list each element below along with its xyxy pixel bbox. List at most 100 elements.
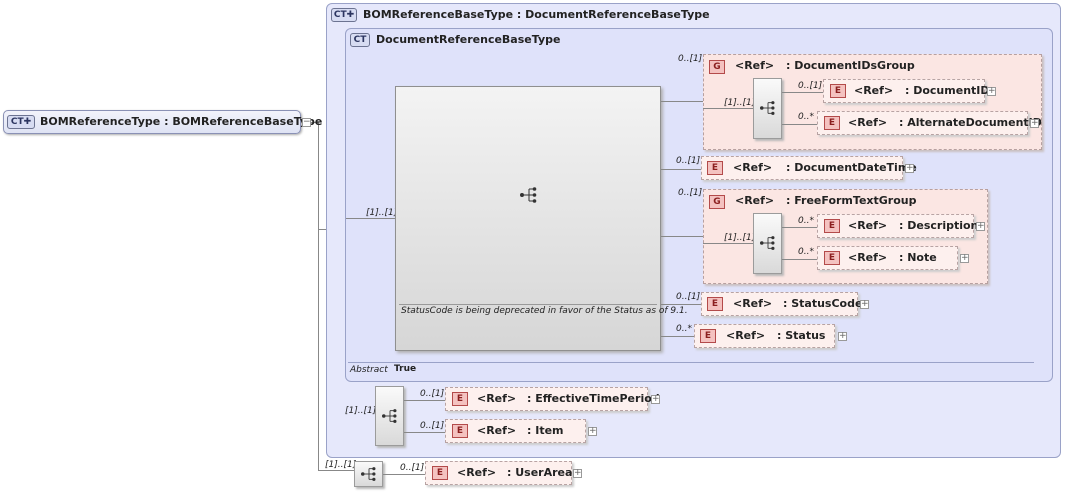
connector-line — [703, 108, 753, 109]
complex-type-badge: CT✚ — [331, 8, 357, 22]
element-name: : Item — [527, 424, 564, 437]
connector-line — [661, 101, 703, 102]
element-name: : DocumentDateTime — [786, 161, 917, 174]
expand-icon[interactable]: + — [1030, 118, 1039, 128]
element-ref: <Ref> — [848, 116, 888, 129]
element-badge: E — [700, 329, 716, 343]
element-cardinality: 0..* — [676, 324, 692, 334]
abstract-label: Abstract — [350, 365, 388, 375]
element-badge: E — [707, 161, 723, 175]
element-alternate-document-id[interactable] — [817, 111, 1028, 135]
element-cardinality: 0..[1] — [400, 463, 425, 473]
complex-type-badge: CT — [350, 33, 370, 47]
connector-line — [782, 124, 817, 125]
element-ref: <Ref> — [477, 392, 517, 405]
expand-icon[interactable]: + — [588, 426, 597, 436]
element-status[interactable] — [694, 324, 835, 348]
element-name: : Description — [899, 219, 979, 232]
badge-label: CT — [353, 35, 367, 45]
connector-line — [318, 122, 319, 470]
element-name: : Note — [899, 251, 937, 264]
expand-icon[interactable]: + — [651, 394, 660, 404]
element-ref: <Ref> — [854, 84, 894, 97]
element-name: : StatusCode — [783, 297, 863, 310]
connector-line — [346, 218, 395, 219]
element-badge: E — [824, 251, 840, 265]
divider — [348, 362, 1034, 363]
element-cardinality: 0..[1] — [676, 156, 701, 166]
expand-icon[interactable]: + — [838, 331, 847, 341]
plus-glyph: ✚ — [23, 117, 32, 127]
connector-line — [404, 432, 445, 433]
element-ref: <Ref> — [457, 466, 497, 479]
sequence-cardinality: [1]..[1] — [724, 233, 756, 243]
element-status-code[interactable] — [701, 292, 858, 316]
element-name: : AlternateDocumentID — [899, 116, 1042, 129]
root-element-label: BOMReferenceType : BOMReferenceBaseType — [40, 115, 323, 128]
main-sequence-box[interactable] — [395, 86, 661, 351]
expand-icon[interactable]: + — [905, 163, 914, 173]
element-document-id[interactable] — [823, 79, 985, 103]
connector-line — [318, 229, 327, 230]
element-ref: <Ref> — [477, 424, 517, 437]
element-description[interactable] — [817, 214, 974, 238]
element-user-area[interactable] — [425, 461, 572, 485]
group-badge: G — [709, 60, 725, 74]
expand-icon[interactable]: + — [987, 86, 996, 96]
collapse-icon[interactable]: − — [302, 117, 311, 127]
main-sequence-cardinality: [1]..[1] — [366, 208, 398, 218]
element-cardinality: 0..[1] — [420, 389, 445, 399]
element-ref: <Ref> — [733, 297, 773, 310]
sequence-icon — [382, 409, 397, 423]
sequence-box[interactable] — [753, 78, 782, 139]
element-badge: E — [452, 424, 468, 438]
element-item[interactable] — [445, 419, 586, 443]
connector-line — [661, 236, 703, 237]
element-badge: E — [824, 116, 840, 130]
connector-line — [782, 227, 817, 228]
deprecation-note: StatusCode is being deprecated in favor … — [401, 306, 688, 316]
element-note[interactable] — [817, 246, 958, 270]
root-element[interactable]: CT✚ BOMReferenceType : BOMReferenceBaseT… — [3, 110, 322, 134]
connector-line — [404, 400, 445, 401]
sequence-box[interactable] — [753, 213, 782, 274]
badge-label: CT — [10, 117, 24, 127]
group-ref: <Ref> — [735, 194, 775, 207]
element-name: : UserArea — [507, 466, 573, 479]
element-name: : Status — [777, 329, 826, 342]
badge-label: CT — [333, 10, 347, 20]
complex-type-badge: CT✚ — [7, 115, 35, 129]
connector-line — [661, 336, 694, 337]
abstract-value: True — [394, 364, 417, 374]
expand-icon[interactable]: + — [960, 253, 969, 263]
element-badge: E — [432, 466, 448, 480]
connector-line — [661, 169, 701, 170]
expand-icon[interactable]: + — [976, 221, 985, 231]
expand-icon[interactable]: + — [573, 468, 582, 478]
element-document-date-time[interactable] — [701, 156, 903, 180]
element-ref: <Ref> — [848, 219, 888, 232]
element-cardinality: 0..[1] — [798, 81, 823, 91]
group-ref: <Ref> — [735, 59, 775, 72]
note-divider — [399, 304, 657, 305]
expand-icon[interactable]: + — [860, 299, 869, 309]
group-name: : DocumentIDsGroup — [786, 59, 915, 72]
element-name: : DocumentID — [905, 84, 990, 97]
element-cardinality: 0..[1] — [420, 421, 445, 431]
group-cardinality: 0..[1] — [678, 188, 703, 198]
sequence-cardinality: [1]..[1] — [724, 98, 756, 108]
outer-type-label: BOMReferenceBaseType : DocumentReference… — [363, 8, 710, 21]
sequence-cardinality: [1]..[1] — [345, 406, 377, 416]
element-badge: E — [452, 392, 468, 406]
sequence-icon — [760, 236, 775, 250]
connector-line — [782, 92, 823, 93]
element-effective-time-period[interactable] — [445, 387, 648, 411]
connector-line — [661, 304, 701, 305]
element-badge: E — [824, 219, 840, 233]
element-badge: E — [830, 84, 846, 98]
connector-line — [304, 122, 318, 123]
sequence-icon — [760, 101, 775, 115]
element-cardinality: 0..* — [798, 247, 814, 257]
element-cardinality: 0..[1] — [676, 292, 701, 302]
connector-line — [703, 243, 753, 244]
